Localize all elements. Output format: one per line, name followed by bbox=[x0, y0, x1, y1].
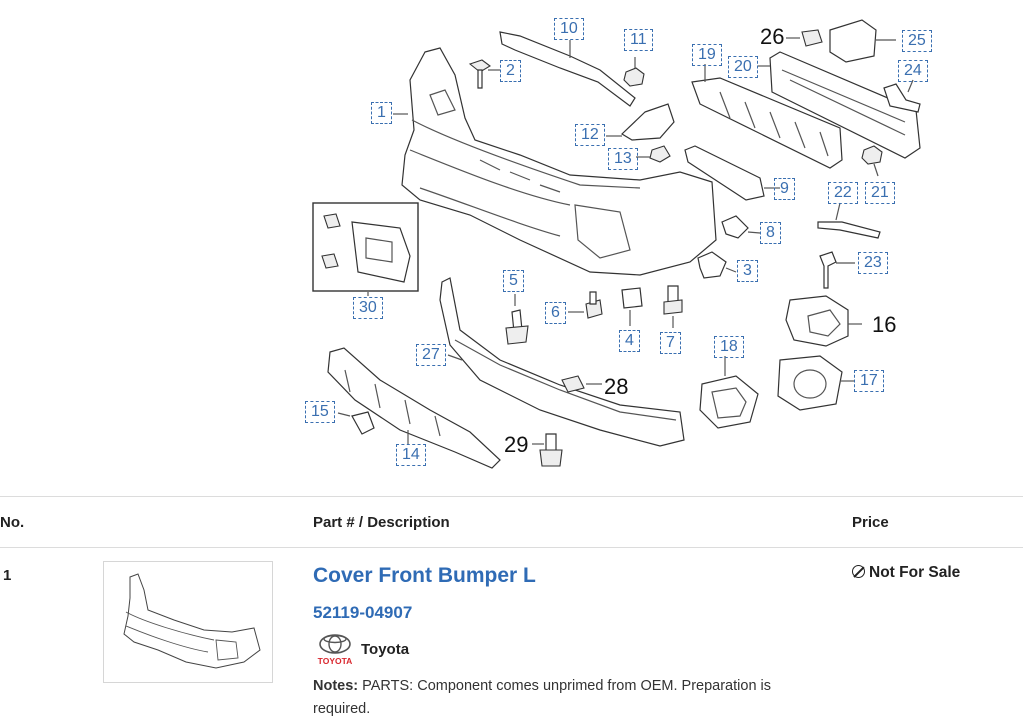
callout-29[interactable]: 29 bbox=[504, 432, 529, 457]
part-notes: Notes: PARTS: Component comes unprimed f… bbox=[313, 675, 813, 721]
part-clip-3 bbox=[697, 251, 727, 279]
row-number: 1 bbox=[3, 567, 12, 584]
callout-14[interactable]: 14 bbox=[396, 444, 426, 466]
part-clip-15 bbox=[337, 411, 375, 435]
part-number-link[interactable]: 52119-04907 bbox=[313, 603, 413, 622]
part-energy-absorber bbox=[691, 77, 843, 169]
callout-17[interactable]: 17 bbox=[854, 370, 884, 392]
part-bezel-17 bbox=[777, 355, 843, 411]
part-pin-23 bbox=[819, 251, 837, 289]
callout-21[interactable]: 21 bbox=[865, 182, 895, 204]
callout-16[interactable]: 16 bbox=[872, 312, 897, 337]
part-title-link[interactable]: Cover Front Bumper L bbox=[313, 564, 536, 587]
part-strip-22 bbox=[817, 221, 881, 239]
part-skid-plate bbox=[327, 347, 501, 469]
not-allowed-icon bbox=[852, 565, 865, 578]
leader-lines bbox=[367, 39, 914, 444]
callout-25[interactable]: 25 bbox=[902, 30, 932, 52]
callout-8[interactable]: 8 bbox=[760, 222, 781, 244]
part-fastener-6 bbox=[568, 291, 603, 319]
part-bracket-12 bbox=[606, 103, 675, 141]
callout-20[interactable]: 20 bbox=[728, 56, 758, 78]
part-nut-21 bbox=[861, 145, 883, 165]
part-lower-spoiler bbox=[439, 277, 685, 447]
part-nut-11 bbox=[623, 57, 645, 87]
callout-5[interactable]: 5 bbox=[503, 270, 524, 292]
part-fastener-29 bbox=[532, 433, 563, 467]
callout-23[interactable]: 23 bbox=[858, 252, 888, 274]
part-clip-8 bbox=[721, 215, 749, 239]
col-header-price: Price bbox=[852, 514, 889, 531]
notes-text: PARTS: Component comes unprimed from OEM… bbox=[313, 678, 772, 717]
callout-27[interactable]: 27 bbox=[416, 344, 446, 366]
part-bracket-9 bbox=[684, 145, 780, 201]
toyota-logo-icon: TOYOTA bbox=[313, 633, 357, 667]
callout-24[interactable]: 24 bbox=[898, 60, 928, 82]
notes-label: Notes: bbox=[313, 678, 359, 694]
callout-30[interactable]: 30 bbox=[353, 297, 383, 319]
callout-4[interactable]: 4 bbox=[619, 330, 640, 352]
callout-26[interactable]: 26 bbox=[760, 24, 785, 49]
callout-1[interactable]: 1 bbox=[371, 102, 392, 124]
brand-name: Toyota bbox=[361, 641, 410, 658]
exploded-diagram-svg bbox=[312, 19, 921, 469]
part-fastener-28 bbox=[561, 375, 602, 393]
callout-19[interactable]: 19 bbox=[692, 44, 722, 66]
part-fastener-4 bbox=[621, 287, 643, 326]
part-fog-cover-16 bbox=[785, 295, 849, 347]
callout-9[interactable]: 9 bbox=[774, 178, 795, 200]
col-header-no: No. bbox=[0, 514, 25, 531]
price-status: Not For Sale bbox=[869, 564, 961, 581]
part-sensor-25 bbox=[829, 19, 877, 63]
part-bracket-18 bbox=[699, 375, 759, 429]
col-header-part: Part # / Description bbox=[313, 514, 450, 531]
part-inset-30 bbox=[312, 202, 419, 292]
part-fastener-5 bbox=[505, 294, 529, 345]
callout-10[interactable]: 10 bbox=[554, 18, 584, 40]
callout-15[interactable]: 15 bbox=[305, 401, 335, 423]
callout-3[interactable]: 3 bbox=[737, 260, 758, 282]
callout-11[interactable]: 11 bbox=[624, 29, 653, 51]
part-bracket-24 bbox=[883, 83, 921, 113]
callout-18[interactable]: 18 bbox=[714, 336, 744, 358]
part-reinforcement bbox=[769, 51, 921, 159]
callout-22[interactable]: 22 bbox=[828, 182, 858, 204]
part-bolt-13 bbox=[636, 145, 671, 163]
callout-28[interactable]: 28 bbox=[604, 374, 629, 399]
price-cell: Not For Sale bbox=[852, 564, 960, 582]
part-bumper-cover bbox=[401, 47, 717, 276]
table-header: No. Part # / Description Price bbox=[0, 496, 1023, 548]
part-bolt-2 bbox=[468, 59, 491, 89]
part-fastener-7 bbox=[663, 285, 683, 328]
part-plug-26 bbox=[786, 29, 823, 47]
table-row: 1 Cover Front Bumper L 52119-04907 TOYOT… bbox=[0, 547, 1023, 718]
bumper-thumbnail-image bbox=[123, 573, 261, 669]
callout-2[interactable]: 2 bbox=[500, 60, 521, 82]
callout-12[interactable]: 12 bbox=[575, 124, 605, 146]
callout-7[interactable]: 7 bbox=[660, 332, 681, 354]
toyota-logo-text: TOYOTA bbox=[318, 656, 353, 666]
callout-6[interactable]: 6 bbox=[545, 302, 566, 324]
part-thumbnail[interactable] bbox=[103, 561, 273, 683]
callout-13[interactable]: 13 bbox=[608, 148, 638, 170]
part-retainer-strip bbox=[499, 31, 636, 107]
